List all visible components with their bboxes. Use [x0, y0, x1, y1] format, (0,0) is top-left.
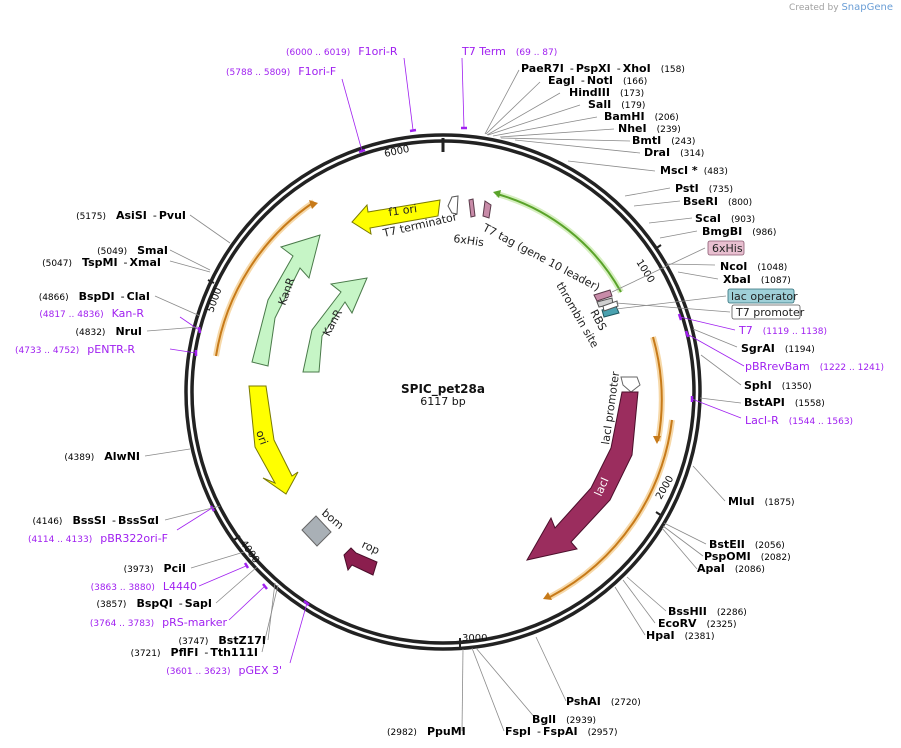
snapgene-logo: SnapGene — [841, 2, 893, 13]
lac-operator-box — [727, 288, 795, 304]
orf-arrowheads — [309, 190, 661, 600]
enzyme-bmti: BmtI(243) — [632, 134, 695, 147]
enzyme-ecorv: EcoRV(2325) — [658, 617, 737, 630]
enzyme-bmgbi: BmgBI(986) — [702, 225, 776, 238]
enzyme-pflfi: (3721)PflFI-Tth111I — [131, 646, 258, 659]
enzyme-nhei: NheI(239) — [618, 122, 681, 135]
orf-arcs — [213, 191, 675, 600]
primer-pbr322ori-f: (4114 .. 4133)pBR322ori-F — [28, 532, 168, 545]
t7-tag-label: T7 tag (gene 10 leader) — [480, 221, 602, 294]
tick-1000: 1000 — [633, 258, 656, 285]
enzyme-tspmi: (5047)TspMI-XmaI — [42, 256, 161, 269]
laci-feature — [526, 391, 639, 561]
ori-label: ori — [253, 429, 270, 447]
his6-label: 6xHis — [453, 232, 485, 249]
plasmid-length: 6117 bp — [420, 395, 465, 408]
laci-promoter-feature — [620, 376, 641, 393]
enzyme-smai: (5049)SmaI — [97, 244, 168, 257]
enzyme-pspomi: PspOMI(2082) — [704, 550, 791, 563]
enzyme-mlui: MluI(1875) — [728, 495, 795, 508]
primer-f1ori-r: (6000 .. 6019)F1ori-R — [286, 45, 398, 58]
enzyme-bsteii: BstEII(2056) — [709, 538, 785, 551]
enzyme-alwni: (4389)AlwNI — [64, 450, 140, 463]
enzyme-psti: PstI(735) — [675, 182, 733, 195]
primer-pbrrevbam: pBRrevBam(1222 .. 1241) — [745, 360, 884, 373]
enzyme-bsssi: (4146)BssSI-BssSαI — [33, 514, 159, 527]
his6-feature — [468, 198, 476, 218]
enzyme-bgli: BglI(2939) — [532, 713, 596, 726]
his-box-label: 6xHis — [712, 242, 743, 255]
primer-t7: T7(1119 .. 1138) — [738, 324, 827, 337]
snapgene-credit: Created by SnapGene — [789, 2, 893, 13]
tick-3000: 3000 — [462, 633, 487, 644]
enzyme-bspdi: (4866)BspDI-ClaI — [39, 290, 150, 303]
primer-t7-term: T7 Term(69 .. 87) — [461, 45, 557, 58]
enzyme-pcii: (3973)PciI — [124, 562, 186, 575]
enzyme-msci: MscI *(483) — [660, 164, 728, 177]
enzyme-bspqi: (3857)BspQI-SapI — [97, 597, 212, 610]
enzyme-xbai: XbaI(1087) — [723, 273, 791, 286]
enzyme-hpai: HpaI(2381) — [646, 629, 715, 642]
enzyme-asisi: (5175)AsiSI-PvuI — [76, 209, 186, 222]
enzyme-ppumi: (2982)PpuMI — [387, 725, 466, 738]
t7-promoter-feature — [602, 300, 619, 312]
rop-feature — [343, 547, 378, 576]
enzyme-apai: ApaI(2086) — [697, 562, 765, 575]
t7-promoter-box — [731, 304, 801, 320]
t7-terminator-feature — [447, 195, 459, 215]
enzyme-sphi: SphI(1350) — [744, 379, 812, 392]
t7-tag-feature — [482, 200, 492, 219]
rop-label: rop — [360, 538, 382, 557]
lac-operator-box-label: lac operator — [731, 290, 798, 303]
ori-feature — [248, 385, 299, 495]
enzyme-hindiii: HindIII(173) — [569, 86, 644, 99]
bom-feature — [301, 515, 332, 547]
boxed-feature-labels: 6xHis lac operator T7 promoter — [611, 240, 805, 320]
f1-ori-feature — [351, 199, 441, 236]
enzyme-scai: ScaI(903) — [695, 212, 755, 225]
enzyme-bsshii: BssHII(2286) — [668, 605, 747, 618]
primer-pentr-r: (4733 .. 4752)pENTR-R — [15, 343, 135, 356]
kanr-outer-feature — [251, 234, 321, 367]
primer-laci-r: LacI-R(1544 .. 1563) — [745, 414, 853, 427]
enzyme-eagi: EagI-NotI(166) — [548, 74, 647, 87]
enzyme-bstz17i: (3747)BstZ17I — [178, 634, 266, 647]
enzyme-leaders-left — [144, 214, 279, 653]
enzyme-bseri: BseRI(800) — [683, 195, 752, 208]
primer-labels: (6000 .. 6019)F1ori-R (5788 .. 5809)F1or… — [15, 45, 884, 677]
his-box — [707, 240, 745, 256]
primer-f1ori-f: (5788 .. 5809)F1ori-F — [226, 65, 336, 78]
primer-pgex-3: (3601 .. 3623)pGEX 3' — [166, 664, 282, 677]
t7-promoter-box-label: T7 promoter — [735, 306, 805, 319]
primer-leaders — [169, 57, 745, 664]
tick-6000: 6000 — [383, 144, 410, 160]
primer-kan-r: (4817 .. 4836)Kan-R — [39, 307, 144, 320]
kanr-inner-feature — [302, 277, 368, 373]
enzyme-fspi: FspI-FspAI(2957) — [505, 725, 618, 738]
enzyme-leaders-right — [461, 69, 742, 732]
enzyme-nrui: (4832)NruI — [76, 325, 143, 338]
primer-l4440: (3863 .. 3880)L4440 — [91, 580, 197, 593]
enzyme-sali: SalI(179) — [588, 98, 645, 111]
enzyme-paer7i: PaeR7I-PspXI-XhoI(158) — [521, 62, 685, 75]
enzyme-labels-left: (5175)AsiSI-PvuI (5049)SmaI (5047)TspMI-… — [33, 209, 266, 659]
enzyme-ncoi: NcoI(1048) — [720, 260, 787, 273]
plasmid-name: SPIC_pet28a — [401, 382, 485, 397]
enzyme-bstapi: BstAPI(1558) — [744, 396, 825, 409]
primer-prs-marker: (3764 .. 3783)pRS-marker — [90, 616, 228, 629]
enzyme-drai: DraI(314) — [644, 146, 704, 159]
enzyme-sgrai: SgrAI(1194) — [741, 342, 815, 355]
enzyme-bamhi: BamHI(206) — [604, 110, 679, 123]
thrombin-feature — [593, 289, 613, 302]
f1-ori-label: f1 ori — [388, 202, 418, 219]
enzyme-labels-right: PaeR7I-PspXI-XhoI(158) EagI-NotI(166) Hi… — [387, 62, 825, 738]
enzyme-pshai: PshAI(2720) — [566, 695, 641, 708]
